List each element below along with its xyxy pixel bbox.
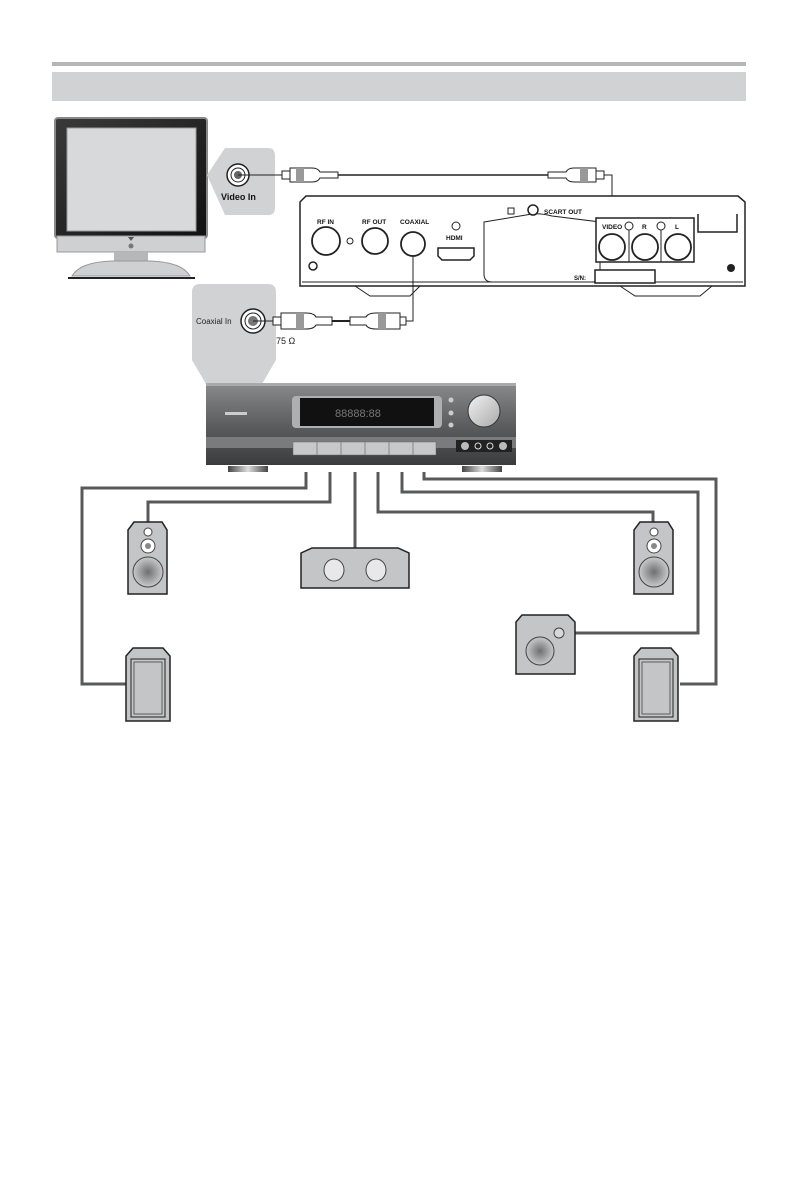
front-left-speaker bbox=[127, 521, 168, 595]
coaxial-in-label: Coaxial In bbox=[196, 317, 232, 326]
rear-left-speaker bbox=[125, 647, 171, 722]
hdmi-label: HDMI bbox=[446, 235, 463, 242]
center-speaker bbox=[300, 547, 410, 589]
video-in-label: Video In bbox=[221, 192, 256, 202]
serial-number-label: S/N: bbox=[574, 276, 586, 282]
impedance-label: 75 Ω bbox=[276, 336, 296, 346]
rf-in-label: RF IN bbox=[317, 219, 334, 226]
television bbox=[54, 117, 208, 279]
video-in-callout bbox=[207, 148, 275, 215]
coaxial-cable bbox=[253, 256, 414, 330]
scart-out-label: SCART OUT bbox=[544, 209, 582, 216]
set-top-box-rear-panel bbox=[299, 195, 746, 297]
top-rule bbox=[52, 62, 746, 66]
speaker-wires bbox=[80, 472, 718, 686]
audio-r-label: R bbox=[642, 224, 647, 231]
front-right-speaker bbox=[633, 521, 674, 595]
video-rca-cable bbox=[238, 167, 613, 225]
audio-l-label: L bbox=[675, 224, 679, 231]
coaxial-label: COAXIAL bbox=[400, 219, 429, 226]
amplifier-display: 88888:88 bbox=[335, 408, 381, 420]
av-amplifier bbox=[206, 383, 516, 472]
rf-out-label: RF OUT bbox=[362, 219, 386, 226]
subwoofer bbox=[515, 614, 576, 675]
video-out-label: VIDEO bbox=[602, 224, 622, 231]
coaxial-in-callout bbox=[192, 284, 276, 384]
section-header-bar bbox=[52, 72, 746, 101]
rear-right-speaker bbox=[633, 647, 679, 722]
